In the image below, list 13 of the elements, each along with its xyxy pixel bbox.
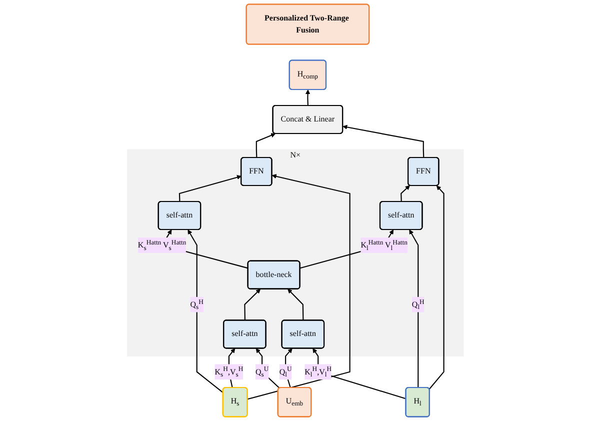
arrow	[429, 186, 444, 390]
arrow	[342, 124, 424, 158]
arrow	[400, 185, 410, 202]
arrow	[306, 90, 310, 106]
arrow	[409, 230, 419, 388]
arrow	[288, 288, 304, 320]
arrow	[256, 348, 280, 389]
arrow	[179, 175, 242, 202]
arrow	[244, 288, 261, 320]
arrow	[256, 133, 276, 158]
arrow	[188, 230, 224, 394]
arrow	[285, 348, 292, 388]
arrow	[247, 174, 350, 400]
